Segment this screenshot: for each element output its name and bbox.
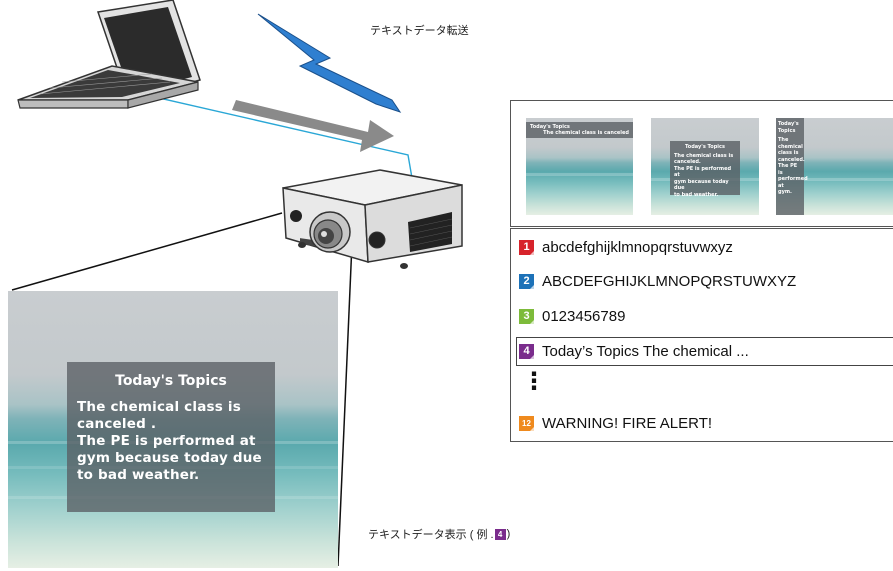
- projector-icon: [282, 169, 463, 269]
- message-number-badge: 12: [519, 415, 534, 431]
- laptop-icon: [17, 0, 201, 109]
- caption-display-suffix: ): [506, 528, 511, 540]
- message-number-badge: 3: [519, 308, 534, 324]
- caption-text-display: テキストデータ表示 ( 例 . 4 ): [368, 526, 510, 542]
- message-number-badge: 4: [519, 343, 534, 359]
- layout-thumbnails-panel: Today's Topics The chemical class is can…: [510, 100, 893, 227]
- message-box: Today's Topics The chemical class is can…: [67, 362, 275, 512]
- caption-display-badge: 4: [494, 528, 506, 540]
- thumbnail-body: The chemical class is canceled. The PE i…: [778, 137, 808, 195]
- cable-line: [97, 83, 413, 179]
- message-number-badge: 1: [519, 239, 534, 255]
- message-text: abcdefghijklmnopqrstuvwxyz: [542, 238, 733, 256]
- projected-screen: Today's Topics The chemical class is can…: [8, 291, 338, 568]
- list-item[interactable]: 2 ABCDEFGHIJKLMNOPQRSTUWXYZ: [519, 271, 796, 291]
- message-text: WARNING! FIRE ALERT!: [542, 414, 713, 432]
- message-text: ABCDEFGHIJKLMNOPQRSTUWXYZ: [542, 272, 797, 290]
- list-ellipsis: ⋮: [522, 368, 546, 395]
- list-item[interactable]: 12 WARNING! FIRE ALERT!: [519, 413, 712, 433]
- lightning-icon: [257, 13, 402, 113]
- caption-display-prefix: テキストデータ表示 ( 例 .: [368, 529, 494, 541]
- list-item[interactable]: 1 abcdefghijklmnopqrstuvwxyz: [519, 237, 733, 257]
- thumbnail-title: Today's Topics: [778, 121, 799, 134]
- selected-row-highlight: [516, 337, 893, 366]
- thumbnail-top-bar: Today's Topics The chemical class is can…: [526, 118, 633, 215]
- caption-text-transfer: テキストデータ転送: [370, 25, 469, 37]
- projection-line-left: [11, 212, 283, 291]
- thumbnail-title: Today's Topics: [685, 144, 725, 150]
- message-text: Today’s Topics The chemical ...: [542, 342, 749, 360]
- list-item-selected[interactable]: 4 Today’s Topics The chemical ...: [519, 341, 749, 361]
- thumbnail-body: The chemical class is canceled. The PE i…: [674, 152, 734, 198]
- message-list: 1 abcdefghijklmnopqrstuvwxyz 2 ABCDEFGHI…: [510, 228, 893, 442]
- message-number-badge: 2: [519, 273, 534, 289]
- thumbnail-body: The chemical class is canceled: [543, 129, 629, 136]
- message-body: The chemical class is canceled . The PE …: [77, 399, 262, 483]
- message-text: 0123456789: [542, 307, 626, 325]
- thumbnail-title: Today's Topics: [530, 124, 570, 130]
- projection-line-right: [337, 242, 353, 567]
- transfer-arrow-icon: [232, 100, 394, 152]
- thumbnail-center-box: Today's Topics The chemical class is can…: [651, 118, 759, 215]
- thumbnail-side-bar: Today's Topics The chemical class is can…: [776, 118, 893, 215]
- message-title: Today's Topics: [115, 373, 227, 389]
- list-item[interactable]: 3 0123456789: [519, 306, 625, 326]
